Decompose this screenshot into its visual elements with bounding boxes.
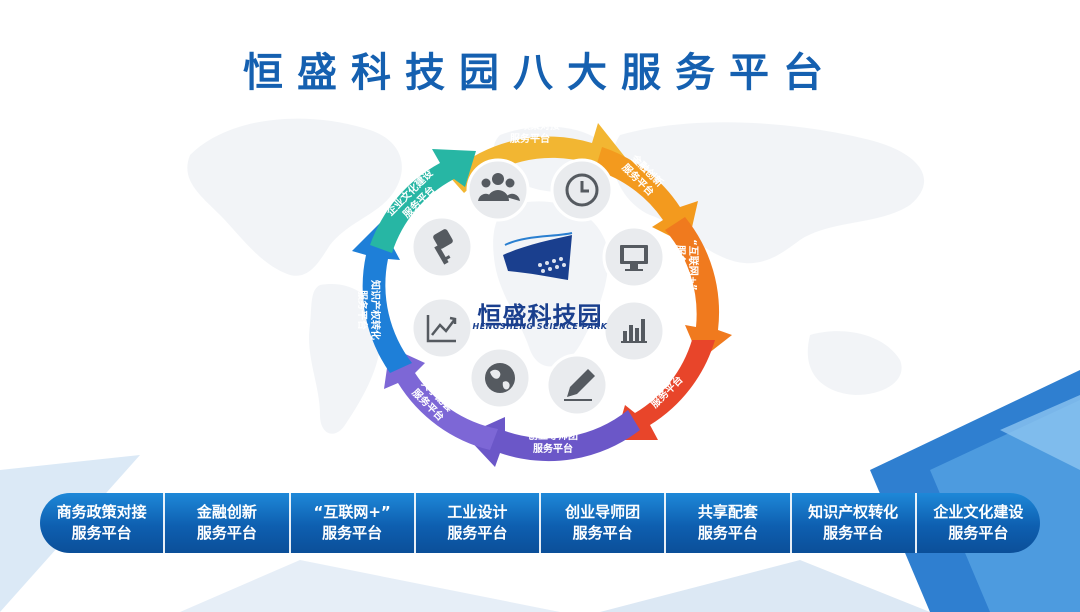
wheel-segment-business-policy [448, 123, 625, 193]
wheel-label-business-policy-1: 商务政策对接 [500, 119, 560, 132]
key-icon [433, 229, 453, 265]
wheel-label-mentor-2: 服务平台 [533, 442, 573, 455]
wheel-segment-ip-transfer [352, 223, 412, 373]
pencil-icon [564, 369, 595, 401]
platform-label-2: 服务平台 [71, 524, 132, 542]
platform-label-1: “互联网+” [313, 503, 391, 521]
platform-label-1: 商务政策对接 [56, 503, 147, 521]
wheel-label-ip-2: 服务平台 [356, 290, 369, 330]
platform-wheel: 商务政策对接 服务平台 金融创新 服务平台 “互联网+” 服务平台 工业设计 服… [352, 119, 732, 467]
park-logo [503, 232, 573, 280]
bar-chart-icon [621, 319, 647, 343]
wheel-label-business-policy-2: 服务平台 [510, 132, 550, 145]
platform-label-1: 金融创新 [196, 503, 257, 521]
globe-icon [485, 363, 515, 393]
platform-label-1: 企业文化建设 [933, 503, 1024, 521]
platform-finance[interactable]: 金融创新 服务平台 [163, 493, 288, 553]
platform-industrial-design[interactable]: 工业设计 服务平台 [413, 493, 539, 553]
people-icon [478, 173, 520, 201]
logo-subtitle: HENGSHENG SCIENCE PARK [472, 322, 608, 331]
platform-label-1: 共享配套 [697, 503, 758, 521]
wheel-segment-corporate-culture [370, 149, 476, 253]
wheel-label-internet-1: “互联网+” [687, 239, 700, 291]
platform-ip-transfer[interactable]: 知识产权转化 服务平台 [789, 493, 915, 553]
platform-label-2: 服务平台 [948, 524, 1009, 542]
platform-mentor[interactable]: 创业导师团 服务平台 [539, 493, 664, 553]
platform-bar: 商务政策对接 服务平台 金融创新 服务平台 “互联网+” 服务平台 工业设计 服… [40, 493, 1040, 553]
platform-label-1: 创业导师团 [565, 503, 641, 521]
wheel-segment-finance [595, 147, 698, 245]
logo-name: 恒盛科技园 [477, 302, 603, 330]
platform-label-2: 服务平台 [447, 524, 508, 542]
platform-shared-facilities[interactable]: 共享配套 服务平台 [664, 493, 789, 553]
platform-corporate-culture[interactable]: 企业文化建设 服务平台 [914, 493, 1040, 553]
platform-label-2: 服务平台 [572, 524, 633, 542]
platform-label-2: 服务平台 [823, 524, 884, 542]
wheel-segment-internet-plus [665, 217, 732, 360]
wheel-label-mentor-1: 创业导师团 [527, 429, 578, 442]
monitor-icon [620, 245, 648, 271]
wheel-segment-industrial-design [615, 340, 715, 440]
platform-label-2: 服务平台 [196, 524, 257, 542]
platform-label-1: 知识产权转化 [808, 503, 899, 521]
trend-chart-icon [426, 315, 457, 343]
wheel-segment-mentor [465, 410, 640, 467]
platform-business-policy[interactable]: 商务政策对接 服务平台 [40, 493, 163, 553]
platform-label-2: 服务平台 [322, 524, 383, 542]
platform-internet-plus[interactable]: “互联网+” 服务平台 [288, 493, 414, 553]
wheel-label-ip-1: 知识产权转化 [369, 279, 382, 340]
wheel-label-internet-2: 服务平台 [674, 245, 687, 285]
platform-label-1: 工业设计 [447, 503, 508, 521]
wheel-segment-shared-facilities [384, 347, 498, 450]
page-title: 恒盛科技园八大服务平台 [243, 50, 837, 96]
platform-label-2: 服务平台 [697, 524, 758, 542]
clock-icon [565, 173, 599, 207]
